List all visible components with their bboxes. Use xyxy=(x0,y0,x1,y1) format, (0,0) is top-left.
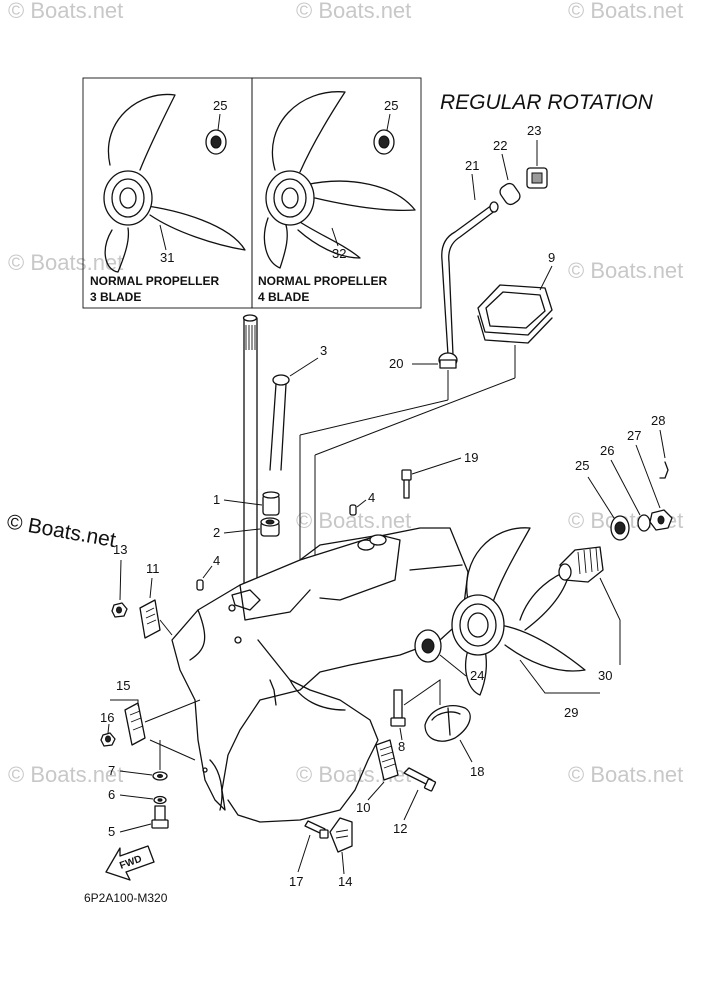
prop-blade xyxy=(263,217,288,269)
prop-blade xyxy=(304,180,416,211)
callout-2: 2 xyxy=(213,525,220,540)
drive-shaft xyxy=(242,314,258,619)
callout-17: 17 xyxy=(289,874,303,889)
callout-30: 30 xyxy=(598,668,612,683)
water-pipe-grommet xyxy=(272,374,290,386)
callout-28: 28 xyxy=(651,413,665,428)
propeller-assembly xyxy=(451,527,586,696)
gasket xyxy=(477,284,553,344)
callout-16: 16 xyxy=(100,710,114,725)
callout-6: 6 xyxy=(108,787,115,802)
callout-8: 8 xyxy=(398,739,405,754)
watermark: © Boats.net xyxy=(296,0,411,23)
bolt xyxy=(393,689,403,719)
drawing-code: 6P2A100-M320 xyxy=(84,891,168,905)
propeller-inset-3-blade: 25 31 NORMAL PROPELLER 3 BLADE xyxy=(82,77,253,309)
watermark: © Boats.net xyxy=(568,0,683,23)
callout-9: 9 xyxy=(548,250,555,265)
anode xyxy=(375,739,399,781)
callout-11: 11 xyxy=(146,561,160,576)
water-tube-collar xyxy=(499,182,521,206)
callout-5: 5 xyxy=(108,824,115,839)
cooling-water-inlet xyxy=(124,702,146,746)
callout-23: 23 xyxy=(527,123,541,138)
watermark: © Boats.net xyxy=(568,762,683,787)
callout-25: 25 xyxy=(213,98,227,113)
prop-blade xyxy=(271,91,346,173)
callout-27: 27 xyxy=(627,428,641,443)
prop-blade xyxy=(297,221,361,259)
cotter-pin xyxy=(659,461,669,479)
anode-cover xyxy=(329,817,353,853)
callout-13: 13 xyxy=(113,542,127,557)
propeller-bushing xyxy=(558,546,604,583)
callout-24: 24 xyxy=(470,668,484,683)
dowel-pin xyxy=(349,504,357,516)
watermark: © Boats.net xyxy=(8,0,123,23)
callout-14: 14 xyxy=(338,874,352,889)
bolt xyxy=(154,805,166,822)
cooling-water-inlet xyxy=(139,599,173,639)
spacer xyxy=(637,514,651,532)
water-pipe xyxy=(269,383,287,471)
callout-12: 12 xyxy=(393,821,407,836)
callout-26: 26 xyxy=(600,443,614,458)
inset-label-line2: 3 BLADE xyxy=(90,290,141,304)
callout-4: 4 xyxy=(213,553,220,568)
inset-label-line1: NORMAL PROPELLER xyxy=(90,274,219,288)
callout-29: 29 xyxy=(564,705,578,720)
callout-22: 22 xyxy=(493,138,507,153)
lower-casing xyxy=(171,527,469,823)
callout-20: 20 xyxy=(389,356,403,371)
prop-blade xyxy=(139,204,246,251)
watermark-prominent: © Boats.net xyxy=(5,510,118,552)
callout-21: 21 xyxy=(465,158,479,173)
callout-15: 15 xyxy=(116,678,130,693)
callout-32: 32 xyxy=(332,246,346,261)
callout-18: 18 xyxy=(470,764,484,779)
dowel-pin xyxy=(196,579,204,591)
callout-19: 19 xyxy=(464,450,478,465)
callout-31: 31 xyxy=(160,250,174,265)
trim-tab-anode xyxy=(424,705,471,742)
callout-10: 10 xyxy=(356,800,370,815)
inset-frame xyxy=(251,77,422,309)
inset-label-line2: 4 BLADE xyxy=(258,290,309,304)
callout-1: 1 xyxy=(213,492,220,507)
watermark: © Boats.net xyxy=(568,258,683,283)
propeller-inset-4-blade: 25 32 NORMAL PROPELLER 4 BLADE xyxy=(251,77,422,309)
watermark-group: © Boats.net © Boats.net © Boats.net © Bo… xyxy=(5,0,683,787)
watermark: © Boats.net xyxy=(8,250,123,275)
callout-25: 25 xyxy=(384,98,398,113)
prop-blade xyxy=(107,93,176,171)
watermark: © Boats.net xyxy=(8,762,123,787)
prop-blade xyxy=(104,227,130,273)
callout-25: 25 xyxy=(575,458,589,473)
callout-4: 4 xyxy=(368,490,375,505)
water-tube xyxy=(441,204,493,356)
callout-3: 3 xyxy=(320,343,327,358)
diagram-title: REGULAR ROTATION xyxy=(440,91,654,114)
inset-label-line1: NORMAL PROPELLER xyxy=(258,274,387,288)
callout-7: 7 xyxy=(108,763,115,778)
forward-direction-arrow: FWD xyxy=(105,845,155,881)
bolt-head xyxy=(401,469,412,481)
